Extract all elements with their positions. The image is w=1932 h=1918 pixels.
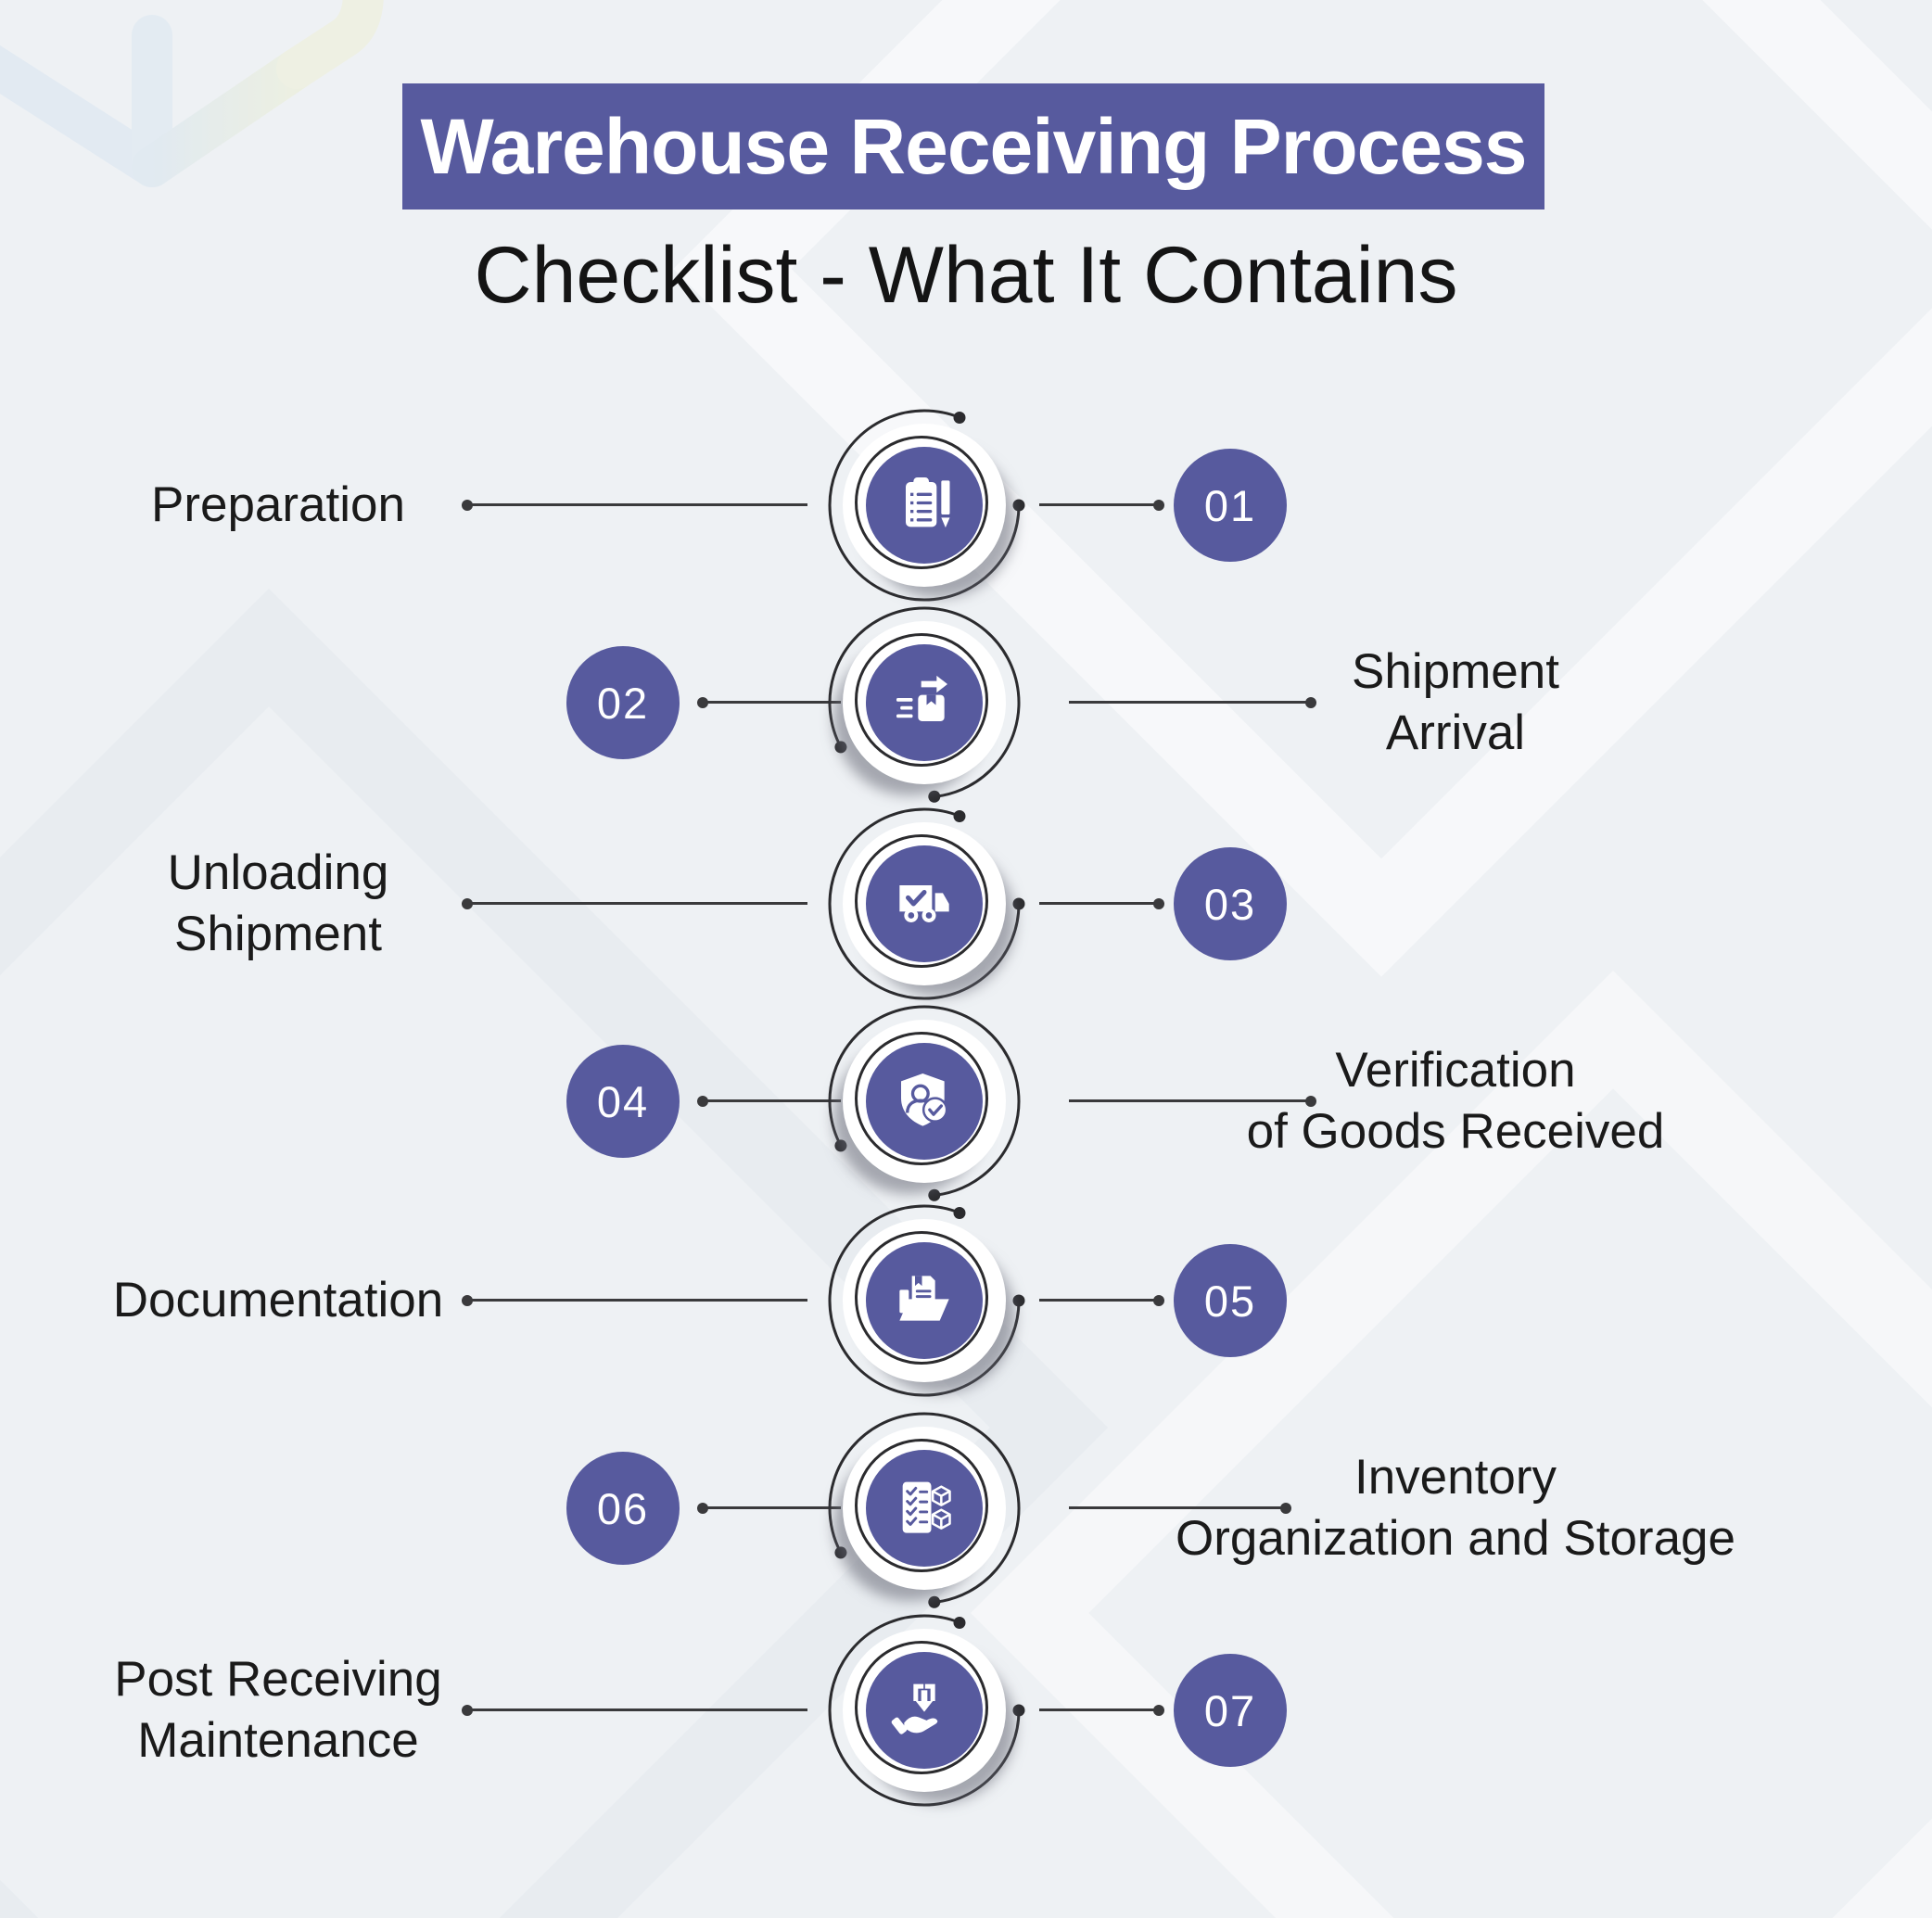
medallion-inner-ring xyxy=(855,834,988,968)
connector-dot xyxy=(1305,1095,1316,1107)
decorative-arc xyxy=(828,606,1021,803)
connector-line xyxy=(462,1294,807,1306)
step-number-badge: 03 xyxy=(1174,847,1287,960)
step-medallion xyxy=(820,599,1028,807)
connector-line xyxy=(1039,1704,1164,1716)
step-number-badge: 01 xyxy=(1174,449,1287,562)
connector-dot xyxy=(1153,1294,1164,1306)
connector-line xyxy=(462,897,807,909)
connector-dot xyxy=(697,1095,708,1107)
connector-line xyxy=(697,1095,841,1107)
checklist-cubes-icon xyxy=(902,1481,951,1533)
medallion-core xyxy=(866,1652,983,1769)
decorative-arc xyxy=(828,1412,1021,1608)
connector-dot xyxy=(1280,1502,1291,1514)
connector-line xyxy=(462,499,807,511)
medallion-inner-ring xyxy=(855,1439,988,1572)
medallion-core xyxy=(866,1242,983,1359)
connector-dot xyxy=(1305,696,1316,708)
decorative-arc xyxy=(828,1204,1025,1397)
step-number-badge: 02 xyxy=(566,646,680,759)
brand-watermark-icon xyxy=(0,0,384,187)
truck-check-icon xyxy=(899,885,949,922)
connector-dot xyxy=(1153,897,1164,909)
medallion-inner-ring xyxy=(855,1032,988,1165)
step-medallion xyxy=(820,800,1028,1008)
clipboard-pencil-icon xyxy=(906,477,950,528)
medallion-core xyxy=(866,1043,983,1160)
decorative-arc xyxy=(828,1005,1021,1201)
medallion-inner-ring xyxy=(855,633,988,767)
decorative-arc xyxy=(828,409,1025,602)
page-subtitle: Checklist - What It Contains xyxy=(474,231,1458,320)
connector-line xyxy=(697,1502,841,1514)
step-number-badge: 04 xyxy=(566,1045,680,1158)
step-medallion xyxy=(820,1607,1028,1814)
medallion-inner-ring xyxy=(855,1231,988,1365)
connector-dot xyxy=(462,499,473,511)
medallion-core xyxy=(866,644,983,761)
shield-person-check-icon xyxy=(901,1073,948,1126)
step-number-badge: 05 xyxy=(1174,1244,1287,1357)
fast-shipment-box-icon xyxy=(896,675,947,721)
step-number-badge: 06 xyxy=(566,1452,680,1565)
step-medallion xyxy=(820,1404,1028,1612)
step-medallion xyxy=(820,1197,1028,1404)
step-label: Documentation xyxy=(112,1273,444,1327)
connector-line xyxy=(1039,1294,1164,1306)
connector-line xyxy=(1039,897,1164,909)
connector-dot xyxy=(1153,499,1164,511)
connector-line xyxy=(1069,696,1316,708)
step-medallion xyxy=(820,401,1028,609)
connector-dot xyxy=(1153,1704,1164,1716)
medallion-core xyxy=(866,1450,983,1567)
medallion-core xyxy=(866,845,983,962)
step-label: Preparation xyxy=(150,477,405,532)
connector-line xyxy=(697,696,841,708)
decorative-arc xyxy=(828,1614,1025,1807)
connector-dot xyxy=(462,897,473,909)
folder-document-icon xyxy=(899,1276,949,1321)
connector-line xyxy=(462,1704,807,1716)
connector-line xyxy=(1069,1095,1316,1107)
step-number-badge: 07 xyxy=(1174,1654,1287,1767)
medallion-inner-ring xyxy=(855,436,988,569)
connector-dot xyxy=(462,1294,473,1306)
medallion-inner-ring xyxy=(855,1641,988,1774)
title-banner: Warehouse Receiving Process xyxy=(402,83,1544,210)
hand-receive-box-icon xyxy=(891,1683,938,1734)
page-title: Warehouse Receiving Process xyxy=(420,102,1527,190)
connector-dot xyxy=(462,1704,473,1716)
decorative-arc xyxy=(828,807,1025,1000)
connector-dot xyxy=(697,696,708,708)
connector-line xyxy=(1069,1502,1291,1514)
step-medallion xyxy=(820,997,1028,1205)
medallion-core xyxy=(866,447,983,564)
connector-dot xyxy=(697,1502,708,1514)
connector-line xyxy=(1039,499,1164,511)
